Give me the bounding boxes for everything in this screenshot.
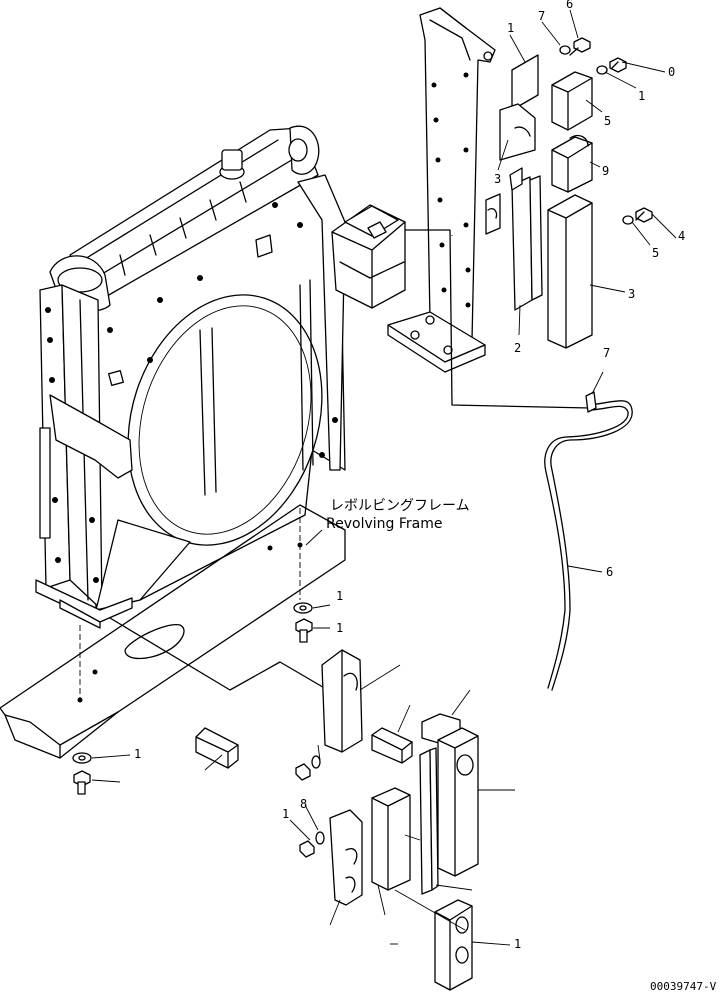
radiator-shroud-assembly [35,125,346,629]
callout-6-top: 6 [566,0,573,11]
callout-8-bolt: 8 [300,797,307,811]
revolving-frame-label-en: Revolving Frame [326,516,442,532]
leader-lines [91,9,677,946]
upper-seals [485,37,653,349]
reserve-tank [331,204,406,309]
callout-6-hose: 6 [606,565,613,579]
callout-2-mid: 2 [514,341,521,355]
callout-1-bolt: 1 [336,621,343,635]
callout-1-washer: 1 [336,589,343,603]
callout-3-right: 3 [628,287,635,301]
callout-5-right: 5 [604,114,611,128]
callout-9-right: 9 [602,164,609,178]
callout-1-top: 1 [507,21,514,35]
callout-5b-right: 5 [652,246,659,260]
callout-7-top: 7 [538,9,545,23]
callout-0-top: 0 [668,65,675,79]
revolving-frame-plate [0,504,346,759]
callout-4-right: 4 [678,229,685,243]
callout-1-washer-left: 1 [134,747,141,761]
drawing-code: 00039747-V [650,980,717,993]
lower-fasteners [72,602,313,795]
upper-bracket-plate [387,7,496,373]
revolving-frame-label-jp: レボルビングフレーム [330,498,470,514]
callouts: 7 6 1 0 1 5 3 9 4 5 3 2 7 6 1 1 1 1 8 1 [134,0,685,951]
callout-1-bracket: 1 [282,807,289,821]
callout-7-hose: 7 [603,346,610,360]
lower-seals [195,649,479,991]
callout-1-right: 1 [638,89,645,103]
callout-1-bottom: 1 [514,937,521,951]
drain-hose [404,229,633,691]
callout-3-left: 3 [494,172,501,186]
